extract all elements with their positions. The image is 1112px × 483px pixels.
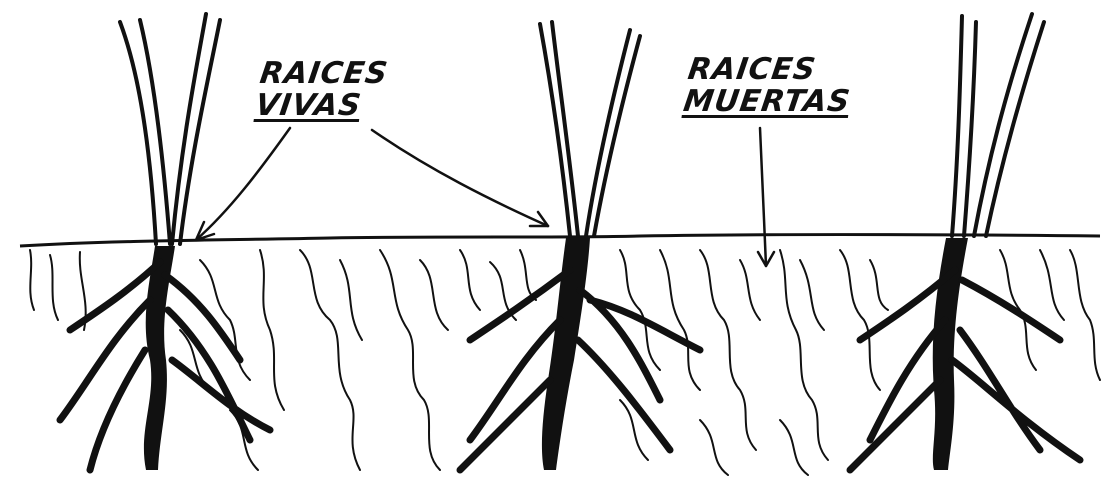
plant-2 bbox=[460, 22, 700, 470]
plant-2-stem bbox=[540, 22, 640, 236]
arrow-to-plant-1 bbox=[196, 128, 290, 240]
dead-roots-label-line-2: MUERTAS bbox=[682, 86, 853, 118]
dead-roots-label: RAICES MUERTAS bbox=[682, 54, 857, 117]
dead-roots-label-line-1: RAICES bbox=[686, 54, 857, 86]
live-roots-label: RAICES VIVAS bbox=[254, 58, 390, 121]
arrow-to-plant-2 bbox=[372, 130, 548, 226]
live-roots-label-line-1: RAICES bbox=[258, 58, 390, 90]
live-roots-label-line-2: VIVAS bbox=[254, 90, 386, 122]
plant-3 bbox=[850, 14, 1080, 470]
arrows bbox=[196, 128, 774, 266]
plant-3-stem bbox=[952, 14, 1044, 236]
plant-1-stem bbox=[120, 14, 220, 244]
arrow-to-dead-roots bbox=[760, 128, 766, 266]
plant-3-roots bbox=[850, 270, 1080, 470]
